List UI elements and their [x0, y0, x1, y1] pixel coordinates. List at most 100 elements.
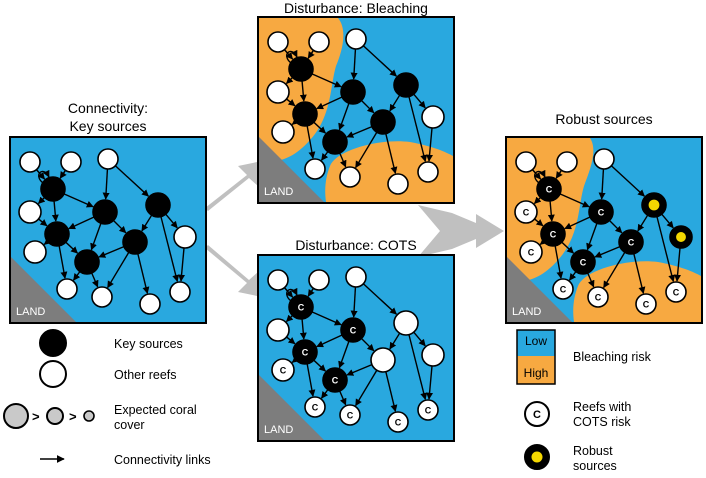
connectivity-link — [316, 334, 343, 348]
cots-marker: C — [643, 300, 650, 310]
land-area — [259, 137, 324, 202]
connectivity-link — [339, 390, 347, 406]
cots-risk-reef — [588, 199, 614, 225]
connectivity-link — [320, 389, 329, 399]
other-reef — [421, 105, 445, 129]
other-reef — [345, 266, 367, 288]
connectivity-link — [91, 272, 99, 288]
legend-bleaching-risk: Bleaching risk — [573, 350, 652, 364]
key-source-reef — [40, 176, 66, 202]
key-source-reef — [370, 109, 396, 135]
cots-marker: C — [560, 285, 567, 295]
connectivity-link — [338, 341, 350, 369]
connectivity-link — [346, 363, 373, 376]
connectivity-link — [360, 337, 375, 352]
legend-high: High — [524, 366, 549, 380]
connectivity-link — [58, 245, 68, 279]
cots-risk-reef — [536, 176, 562, 202]
connectivity-link — [413, 331, 426, 347]
cots-marker: C — [628, 238, 635, 248]
cots-marker: C — [332, 376, 339, 386]
legend-low: Low — [525, 334, 547, 348]
panel-bleaching: Disturbance: Bleaching LAND — [257, 0, 455, 204]
panel-connectivity: Connectivity: Key sources LAND — [9, 100, 207, 324]
connectivity-link — [598, 168, 606, 200]
cots-risk-reef — [665, 281, 687, 303]
legend-expected-cover-1: Expected coral — [114, 403, 197, 417]
other-reef — [308, 269, 330, 291]
robust-marker — [676, 232, 686, 242]
cots-marker: C — [546, 185, 553, 195]
connectivity-link — [311, 73, 342, 88]
connectivity-link — [339, 152, 347, 168]
cots-risk-reef — [570, 249, 596, 275]
connectivity-link — [389, 332, 401, 350]
land-area — [507, 257, 572, 322]
other-reef — [304, 158, 326, 180]
robust-marker — [648, 199, 660, 211]
connectivity-link — [559, 193, 590, 208]
connectivity-link — [564, 216, 591, 230]
connectivity-link — [608, 219, 623, 234]
connectivity-link — [603, 251, 626, 289]
other-reef — [593, 148, 615, 170]
land-label: LAND — [512, 306, 541, 318]
panel-title-line2: Key sources — [69, 118, 146, 134]
legend-right: Low High Bleaching risk C Reefs with COT… — [516, 329, 652, 473]
connectivity-link — [311, 311, 342, 326]
key-source-reef — [393, 72, 419, 98]
other-reef — [56, 278, 78, 300]
key-source-reef — [292, 101, 318, 127]
connectivity-link — [141, 214, 153, 232]
cots-risk-reef — [587, 286, 609, 308]
connectivity-link — [385, 371, 398, 412]
connectivity-link — [98, 245, 125, 258]
cots-risk-reef — [288, 294, 314, 320]
cots-marker: C — [312, 403, 319, 413]
connectivity-link — [610, 165, 645, 197]
other-reef — [18, 200, 42, 224]
connectivity-link — [413, 93, 426, 109]
cots-risk-reef — [618, 229, 644, 255]
flow-arrows — [205, 161, 504, 297]
connectivity-link — [533, 196, 542, 205]
cots-risk-reef — [635, 293, 657, 315]
other-reef — [308, 31, 330, 53]
connectivity-link — [547, 200, 555, 222]
connectivity-link — [362, 45, 397, 77]
connectivity-link — [102, 168, 110, 200]
reef-network — [266, 28, 445, 195]
cots-marker: C — [595, 293, 602, 303]
other-reef — [91, 286, 113, 308]
connectivity-link — [320, 151, 329, 161]
other-reef-swatch — [39, 360, 67, 388]
connectivity-link — [426, 365, 434, 400]
connectivity-link — [633, 253, 646, 294]
connectivity-link — [65, 241, 79, 254]
connectivity-link — [63, 193, 94, 208]
legend-left: Key sources Other reefs > > Expected cor… — [3, 329, 211, 467]
connectivity-link — [408, 334, 428, 401]
cots-marker: C — [550, 230, 557, 240]
connectivity-link — [313, 359, 327, 372]
connectivity-link — [661, 213, 674, 229]
connectivity-link — [587, 272, 595, 288]
cover-medium-swatch — [46, 407, 64, 425]
legend-robust-2: sources — [573, 459, 617, 473]
risk-scale-frame — [516, 329, 556, 385]
connectivity-link — [307, 287, 315, 297]
cots-marker: C — [280, 366, 287, 376]
connectivity-link — [299, 80, 307, 102]
connectivity-link — [112, 219, 127, 234]
connectivity-link — [286, 98, 296, 107]
other-reef — [19, 151, 41, 173]
other-reef — [387, 173, 409, 195]
connectivity-link — [350, 286, 358, 318]
connectivity-link — [531, 169, 542, 180]
cots-risk-reef — [417, 399, 439, 421]
connectivity-link — [283, 287, 294, 298]
connectivity-link — [160, 216, 180, 283]
greater-than-sign: > — [32, 409, 40, 424]
